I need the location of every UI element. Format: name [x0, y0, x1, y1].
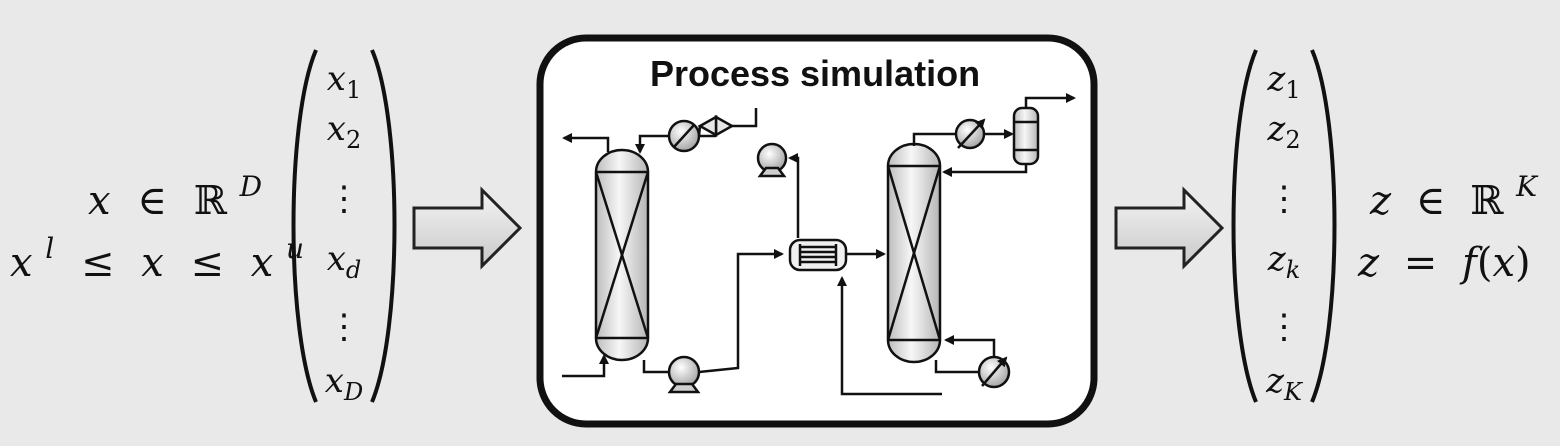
lower-bound-var: x: [10, 240, 33, 286]
input-entry-D: xD: [325, 361, 363, 406]
input-domain-line-1: x ∈ ℝ D: [88, 170, 262, 224]
bounded-var: x: [141, 240, 164, 286]
bottoms-stream: [642, 360, 670, 374]
reflux-return-stream: [942, 164, 1028, 177]
output-vector: z1 z2 ⋮ zk ⋮ zK: [1231, 49, 1337, 406]
output-mapping-line: z = f(x): [1357, 240, 1531, 286]
valve-icon-b: [697, 114, 718, 138]
dimension-exponent: D: [239, 170, 262, 203]
output-dimension-exponent: K: [1515, 170, 1539, 203]
pump-discharge-stream: [698, 249, 784, 374]
input-entry-2: x2: [327, 109, 361, 154]
mapping-equals: =: [1404, 240, 1438, 286]
output-ellipsis-2: ⋮: [1267, 307, 1301, 347]
recycle-stream: [788, 153, 800, 238]
output-entry-2: z2: [1266, 109, 1300, 154]
reflux-stream: [635, 134, 669, 154]
reflux-drum-icon: [1012, 106, 1040, 166]
mapping-lhs: z: [1357, 240, 1380, 286]
flowsheet: [562, 93, 1076, 396]
reboiler-draw-stream: [934, 360, 980, 374]
input-bounds-line: x l ≤ x ≤ x u: [10, 222, 304, 286]
reboiler-return-stream: [944, 335, 996, 357]
recycle-inlet-stream: [732, 108, 758, 128]
le-symbol-2: ≤: [190, 240, 224, 286]
bottoms-recycle-stream: [837, 276, 942, 396]
mapping-arg: x: [1492, 240, 1515, 286]
column-left: [594, 148, 650, 362]
mapping-close-paren: ): [1515, 240, 1531, 286]
real-set-symbol: ℝ: [194, 178, 228, 224]
upper-bound-var: x: [251, 240, 274, 286]
element-of-symbol: ∈: [137, 178, 167, 224]
output-entry-1: z1: [1266, 59, 1300, 104]
input-entry-1: x1: [327, 59, 361, 104]
bottoms-pump-icon: [667, 355, 701, 389]
process-simulation-title: Process simulation: [650, 53, 980, 94]
output-left-paren: [1231, 49, 1258, 403]
overhead-vapor-stream: [912, 132, 956, 146]
output-var: z: [1369, 178, 1392, 224]
output-flow-arrow: [1114, 186, 1225, 270]
input-ellipsis-1: ⋮: [327, 179, 361, 219]
output-domain: z ∈ ℝ K z = f(x): [1357, 170, 1539, 286]
output-entry-K: zK: [1265, 361, 1304, 406]
input-flow-arrow: [412, 186, 523, 270]
output-right-paren: [1310, 49, 1337, 403]
input-ellipsis-2: ⋮: [327, 307, 361, 347]
output-ellipsis-1: ⋮: [1267, 179, 1301, 219]
domain-var: x: [88, 178, 111, 224]
output-entry-k: zk: [1267, 239, 1300, 284]
output-real-set-symbol: ℝ: [1470, 178, 1504, 224]
input-domain: x ∈ ℝ D x l ≤ x ≤ x u: [10, 170, 304, 286]
overhead-outlet-stream: [562, 133, 610, 152]
feed-effluent-exchanger-icon: [788, 238, 848, 272]
input-entry-d: xd: [327, 239, 362, 284]
input-left-paren: [291, 49, 318, 403]
distillate-outlet-stream: [1024, 93, 1076, 108]
le-symbol-1: ≤: [81, 240, 115, 286]
input-right-paren: [370, 49, 397, 403]
column-right: [886, 142, 942, 364]
output-element-of-symbol: ∈: [1416, 178, 1446, 224]
mapping-open-paren: (: [1477, 240, 1493, 286]
lower-bound-sup: l: [45, 232, 54, 265]
output-domain-line-1: z ∈ ℝ K: [1369, 170, 1539, 224]
input-vector: x1 x2 ⋮ xd ⋮ xD: [291, 49, 397, 406]
feed-stream: [562, 354, 609, 378]
